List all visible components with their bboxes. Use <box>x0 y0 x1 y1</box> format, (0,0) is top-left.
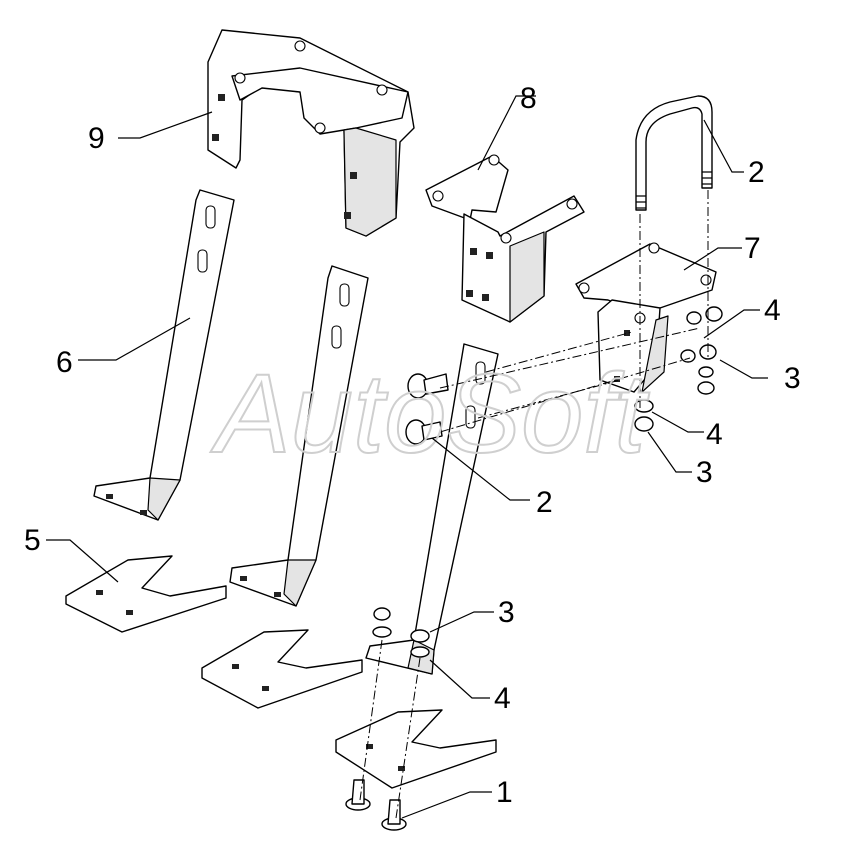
callout-4-bottom: 4 <box>494 682 511 715</box>
callout-2-mid: 2 <box>536 486 553 519</box>
bolt-part-1-right <box>381 799 407 831</box>
leader-lines <box>46 95 768 819</box>
bar-part-6-left <box>93 189 235 521</box>
callout-7: 7 <box>744 232 761 265</box>
callout-6: 6 <box>56 346 73 379</box>
watermark-text: AutoSoft <box>210 351 650 476</box>
plate-middle <box>201 629 363 709</box>
u-bolt-part-2 <box>635 95 713 211</box>
carriage-bolt-upper <box>407 373 449 399</box>
assembly-lines <box>359 190 709 819</box>
callout-4-mid: 4 <box>706 418 723 451</box>
callout-4-right: 4 <box>764 294 781 327</box>
bar-part-6-middle <box>229 265 369 607</box>
callout-8: 8 <box>520 82 537 115</box>
callout-5: 5 <box>24 524 41 557</box>
bracket-part-8 <box>425 154 585 323</box>
callout-3-mid: 3 <box>696 456 713 489</box>
callout-3-right: 3 <box>784 362 801 395</box>
callout-3-bottom: 3 <box>498 596 515 629</box>
callout-2-top: 2 <box>748 156 765 189</box>
bracket-part-9 <box>207 29 415 237</box>
plate-bottom <box>335 709 497 789</box>
callout-labels: 9 8 2 7 4 3 4 3 2 6 5 3 4 1 <box>24 82 801 809</box>
callout-9: 9 <box>88 122 105 155</box>
bolt-part-1-left <box>345 779 371 811</box>
carriage-bolt-lower <box>405 419 443 445</box>
nuts-washers-bottom <box>372 607 430 658</box>
plate-part-5 <box>65 555 227 633</box>
callout-1: 1 <box>496 776 513 809</box>
